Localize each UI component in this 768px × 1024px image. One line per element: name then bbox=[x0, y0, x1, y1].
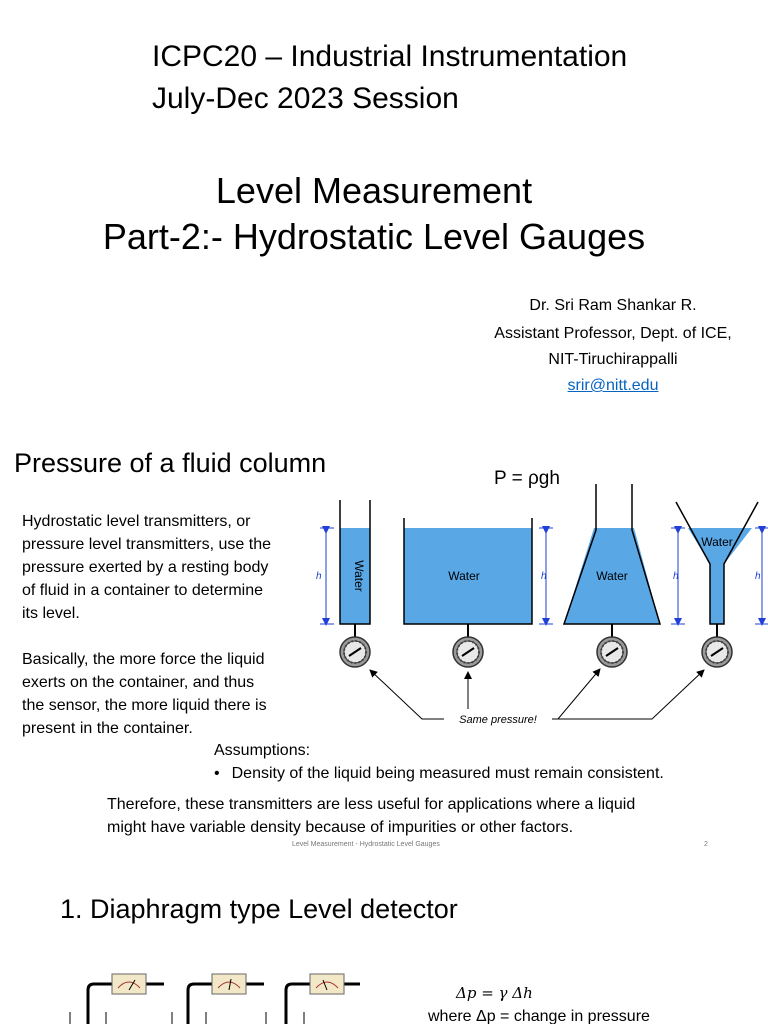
slide-title: 1. Diaphragm type Level detector bbox=[60, 894, 458, 924]
water-label: Water bbox=[701, 535, 733, 549]
same-pressure-callout: Same pressure! bbox=[369, 668, 705, 726]
explanation-line: the sensor, the more liquid there is bbox=[22, 697, 267, 714]
lecture-title: Level Measurement bbox=[215, 170, 533, 211]
pressure-gauge-icon bbox=[596, 636, 628, 668]
height-label: h bbox=[673, 571, 679, 582]
vessel-narrow-tube: Water h bbox=[316, 500, 371, 640]
diaphragm-slide: 1. Diaphragm type Level detector bbox=[0, 860, 768, 1024]
explanation-line: Basically, the more force the liquid bbox=[22, 651, 265, 668]
diaphragm-detector-diagram bbox=[69, 973, 360, 1024]
explanation-paragraph: Basically, the more force the liquid exe… bbox=[22, 648, 312, 740]
equation-definition: where Δp = change in pressure bbox=[428, 1008, 650, 1024]
assumption-text: Density of the liquid being measured mus… bbox=[231, 765, 664, 782]
author-institute: NIT-Tiruchirappalli bbox=[548, 351, 678, 368]
same-pressure-label: Same pressure! bbox=[459, 714, 537, 726]
height-label: h bbox=[541, 571, 547, 582]
water-label: Water bbox=[352, 560, 366, 592]
author-email-link[interactable]: srir@nitt.edu bbox=[567, 377, 659, 394]
slide-title: Pressure of a fluid column bbox=[14, 448, 327, 478]
course-session: July-Dec 2023 Session bbox=[152, 82, 459, 115]
water-label: Water bbox=[596, 569, 628, 583]
vessel-wide-tank: Water h bbox=[403, 518, 553, 640]
page-number: 2 bbox=[704, 841, 708, 848]
assumption-item: • Density of the liquid being measured mu… bbox=[214, 765, 664, 783]
water-label: Water bbox=[448, 569, 480, 583]
course-title: ICPC20 – Industrial Instrumentation bbox=[152, 40, 628, 73]
author-position: Assistant Professor, Dept. of ICE, bbox=[494, 325, 732, 342]
pressure-equation: Δp = γ Δh bbox=[456, 984, 533, 1002]
title-slide: ICPC20 – Industrial Instrumentation July… bbox=[0, 0, 768, 424]
intro-line: its level. bbox=[22, 605, 80, 622]
water-fill bbox=[404, 528, 532, 624]
vessel-funnel: Water h bbox=[675, 501, 768, 640]
therefore-line: Therefore, these transmitters are less u… bbox=[107, 796, 636, 813]
therefore-line: might have variable density because of i… bbox=[107, 819, 574, 836]
indicator-meter-icon bbox=[265, 973, 360, 1024]
author-email-row: srir@nitt.edu bbox=[470, 372, 756, 400]
intro-line: Hydrostatic level transmitters, or bbox=[22, 513, 251, 530]
intro-line: pressure level transmitters, use the bbox=[22, 536, 271, 553]
lecture-subtitle: Part-2:- Hydrostatic Level Gauges bbox=[102, 216, 646, 257]
bullet-glyph: • bbox=[214, 765, 220, 782]
hydrostatic-vessels-diagram: Water h Water h Water h bbox=[316, 484, 768, 726]
height-label: h bbox=[316, 571, 322, 582]
water-fill bbox=[340, 528, 370, 624]
indicator-meter-icon bbox=[69, 973, 164, 1024]
pressure-gauge-icon bbox=[339, 636, 371, 668]
assumptions-heading: Assumptions: bbox=[214, 742, 311, 759]
intro-line: of fluid in a container to determine bbox=[22, 582, 264, 599]
explanation-line: present in the container. bbox=[22, 720, 193, 737]
pressure-gauge-icon bbox=[701, 636, 733, 668]
vessel-flask: Water h bbox=[562, 484, 685, 640]
intro-line: pressure exerted by a resting body bbox=[22, 559, 269, 576]
pressure-formula: P = ρgh bbox=[494, 468, 560, 489]
height-label: h bbox=[755, 571, 761, 582]
fluid-column-slide: Pressure of a fluid column P = ρgh Hydro… bbox=[0, 432, 768, 852]
explanation-line: exerts on the container, and thus bbox=[22, 674, 255, 691]
slide-footer: Level Measurement - Hydrostatic Level Ga… bbox=[292, 841, 440, 848]
pressure-gauge-icon bbox=[452, 636, 484, 668]
intro-paragraph: Hydrostatic level transmitters, or press… bbox=[22, 510, 312, 625]
indicator-meter-icon bbox=[171, 973, 264, 1024]
author-name: Dr. Sri Ram Shankar R. bbox=[529, 297, 697, 314]
